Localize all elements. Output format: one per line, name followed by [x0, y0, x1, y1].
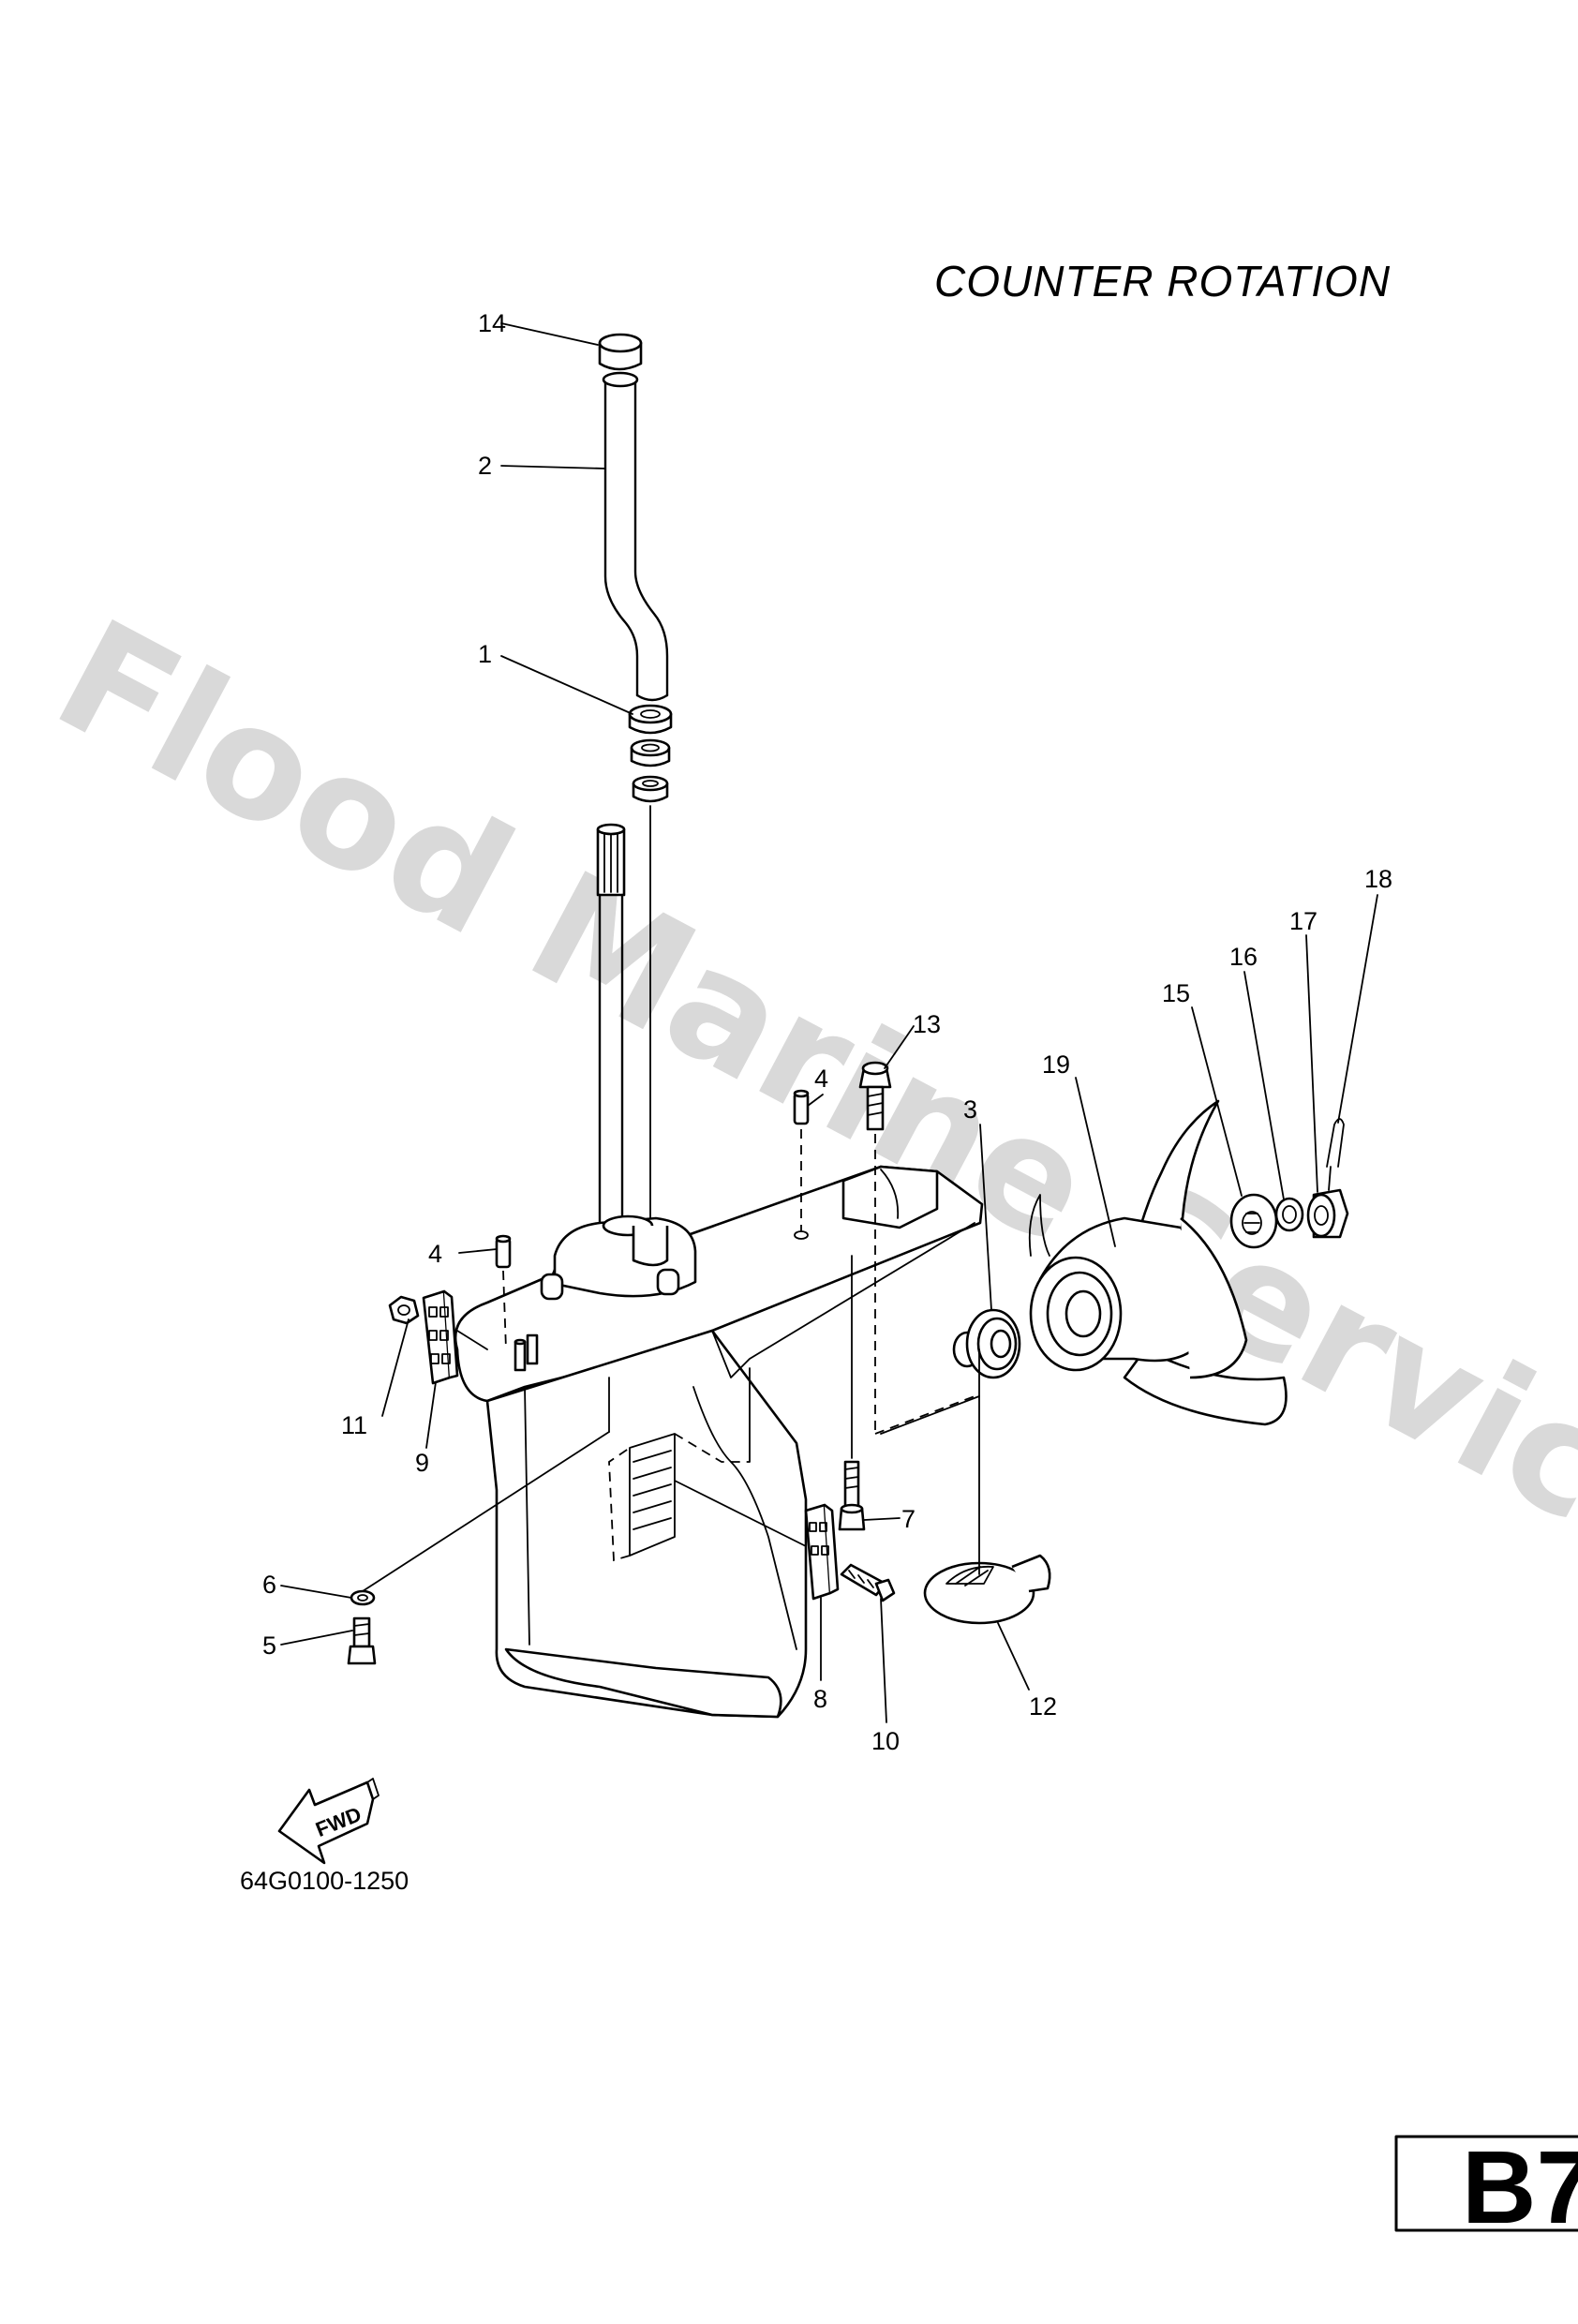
callout-19: 19 — [1042, 1050, 1070, 1079]
fwd-arrow-icon: FWD — [277, 1778, 380, 1865]
callout-13: 13 — [913, 1010, 941, 1038]
part-dowel-pin-rear — [793, 1089, 810, 1240]
leader-lines — [280, 322, 1378, 1723]
callout-3: 14 — [478, 309, 506, 337]
drive-shaft — [596, 805, 651, 1248]
part-anode-8 — [674, 1480, 840, 1601]
callout-labels: 14 2 1 4 4 11 9 6 5 7 8 10 12 13 3 19 15… — [262, 309, 1392, 1755]
callout-10: 10 — [871, 1727, 900, 1755]
callout-4-front: 4 — [428, 1240, 442, 1268]
callout-18: 18 — [1364, 865, 1392, 893]
callout-15: 15 — [1162, 979, 1190, 1007]
part-cotter-pin — [1326, 1118, 1345, 1191]
part-bolt-7 — [838, 1255, 866, 1531]
drawing-code: 64G0100-1250 — [240, 1867, 409, 1895]
part-dowel-pin-front — [495, 1234, 512, 1350]
callout-7: 7 — [901, 1505, 916, 1533]
callout-4-rear: 4 — [814, 1065, 828, 1093]
part-washer — [1274, 1197, 1304, 1232]
part-bolt-13 — [858, 1061, 975, 1435]
part-spacer — [1229, 1193, 1278, 1249]
callout-8: 8 — [813, 1685, 827, 1713]
callout-1: 1 — [478, 640, 492, 668]
callout-17: 17 — [1289, 907, 1317, 935]
callout-2: 2 — [478, 452, 492, 480]
part-thrust-washer — [965, 1308, 1021, 1379]
water-intake-grille — [608, 1433, 750, 1562]
callout-5: 5 — [262, 1631, 276, 1660]
part-bolt-5 — [347, 1616, 377, 1665]
part-castle-nut — [1306, 1188, 1349, 1239]
part-nut-11 — [388, 1295, 420, 1325]
part-washer-6 — [350, 1377, 610, 1606]
callout-6: 6 — [262, 1571, 276, 1599]
part-bolt-10 — [840, 1563, 896, 1602]
callout-14: 3 — [963, 1095, 977, 1124]
part-grommet-cap — [598, 333, 643, 371]
part-grommet-stack — [628, 704, 673, 803]
part-propeller — [1028, 1099, 1288, 1426]
front-studs — [514, 1333, 539, 1372]
part-water-tube — [602, 371, 669, 702]
callout-16: 16 — [1229, 943, 1258, 971]
page-title: COUNTER ROTATION — [934, 257, 1391, 305]
callout-12: 12 — [1029, 1692, 1057, 1721]
page-tag: B7 — [1462, 2130, 1578, 2245]
part-anode-9 — [422, 1289, 488, 1385]
lower-casing — [454, 1165, 984, 1719]
callout-11: 11 — [341, 1411, 367, 1439]
part-trim-tab — [880, 1348, 1051, 1625]
page-tag-box: B7 — [1394, 2130, 1578, 2245]
callout-9: 9 — [415, 1449, 429, 1477]
